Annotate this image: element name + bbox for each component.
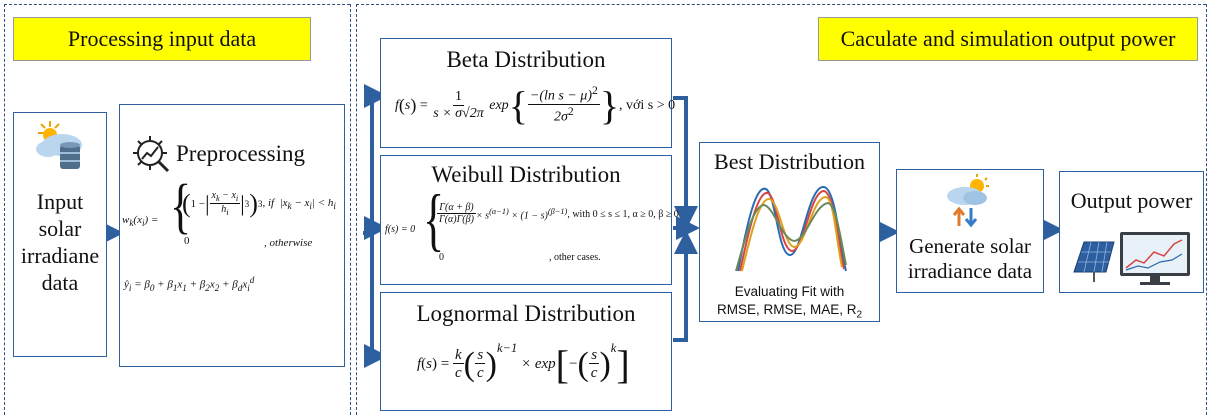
input-label-line-3: irradiane bbox=[20, 243, 100, 268]
beta-condition: với s > 0 bbox=[626, 97, 676, 113]
generate-label-line-2: irradiance data bbox=[907, 259, 1033, 283]
merge-from-beta bbox=[673, 96, 698, 230]
analytics-gear-icon bbox=[133, 136, 170, 173]
input-label-line-2: solar bbox=[38, 216, 82, 241]
preprocessing-title: Preprocessing bbox=[176, 141, 306, 166]
best-caption-subscript: 2 bbox=[856, 309, 863, 321]
weibull-cond-2: , other cases. bbox=[549, 252, 601, 263]
regression-formula: ŷi = β0 + β1x1 + β2x2 + βdxid bbox=[124, 275, 255, 293]
processing-input-banner: Processing input data bbox=[13, 17, 311, 61]
left-region-top-border bbox=[4, 4, 350, 5]
weibull-cond-1: , with 0 ≤ s ≤ 1, α ≥ 0, β ≥ 0 bbox=[567, 208, 679, 220]
best-caption-line-1: Evaluating Fit with bbox=[734, 284, 845, 299]
distribution-curves-icon bbox=[735, 186, 847, 272]
output-title: Output power bbox=[1070, 188, 1193, 213]
right-region-top-border bbox=[356, 4, 1206, 5]
calculate-output-banner: Caculate and simulation output power bbox=[818, 17, 1198, 61]
best-caption-line-2: RMSE, RMSE, MAE, R2 bbox=[700, 301, 879, 325]
solar-panel-computer-icon bbox=[1073, 232, 1190, 285]
generate-label-line-1: Generate solar bbox=[909, 234, 1031, 258]
beta-title: Beta Distribution bbox=[446, 47, 606, 72]
weather-database-icon bbox=[36, 121, 82, 169]
right-region-left-border bbox=[356, 4, 357, 415]
weibull-distribution-box: Weibull Distribution f(s) = 0 { Γ(α + β)… bbox=[380, 155, 679, 285]
generate-data-box: Generate solar irradiance data bbox=[896, 169, 1044, 293]
merge-from-lognormal bbox=[673, 230, 698, 342]
weibull-formula: f(s) = 0 { Γ(α + β)Γ(α)Γ(β) × s(α−1) × (… bbox=[385, 180, 679, 263]
best-caption-metrics: RMSE, RMSE, MAE, R bbox=[716, 302, 857, 317]
output-power-box: Output power bbox=[1059, 171, 1204, 293]
input-data-box: Input solar irradiane data bbox=[13, 112, 107, 357]
left-region-left-border bbox=[4, 4, 5, 415]
best-title: Best Distribution bbox=[714, 149, 865, 174]
weibull-title: Weibull Distribution bbox=[431, 162, 621, 187]
best-distribution-box: Best Distribution Evaluating Fit with RM… bbox=[699, 142, 880, 322]
lognormal-title: Lognormal Distribution bbox=[416, 301, 636, 326]
input-label-line-1: Input bbox=[36, 189, 84, 214]
left-region-right-border bbox=[350, 4, 351, 415]
right-region-right-border bbox=[1206, 4, 1207, 415]
weather-exchange-icon bbox=[947, 174, 989, 228]
input-label-line-4: data bbox=[41, 270, 79, 295]
